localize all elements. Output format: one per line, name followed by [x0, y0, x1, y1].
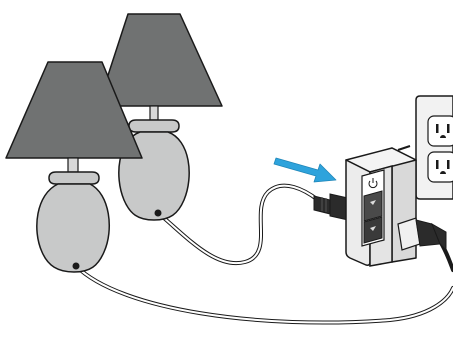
back-lampshade — [97, 13, 223, 107]
front-lampshade — [5, 61, 143, 159]
back-lamp-collar — [128, 119, 180, 133]
power-icon — [368, 178, 378, 189]
outlet-bottom-receptacle — [427, 151, 453, 183]
front-lamp-cord-hole — [72, 262, 80, 270]
back-lamp-cord-hole — [154, 209, 162, 217]
arrow-right-icon — [273, 157, 337, 183]
front-lamp-neck — [67, 157, 79, 173]
wall-outlet — [415, 95, 453, 200]
left-plug — [313, 193, 349, 221]
pointer-arrow — [273, 157, 337, 183]
duplex-outlet-icon — [415, 95, 453, 200]
lamp-cords — [74, 183, 453, 325]
outlet-top-receptacle — [427, 115, 453, 147]
right-plug — [397, 217, 447, 252]
front-lamp-collar — [48, 171, 100, 185]
back-lamp-cord — [157, 184, 319, 265]
plug-in-dimmer — [345, 145, 417, 267]
front-lamp-cord — [75, 265, 453, 324]
front-lamp — [5, 61, 143, 273]
front-lamp-cord-outline — [74, 264, 453, 325]
front-lamp-base — [36, 183, 110, 273]
back-lamp-neck — [149, 105, 159, 121]
dimmer-up-button — [363, 190, 383, 222]
